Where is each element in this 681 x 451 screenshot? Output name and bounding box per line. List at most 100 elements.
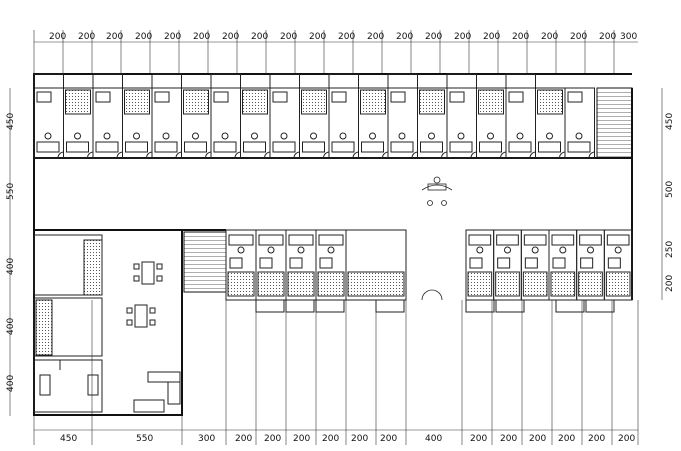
bathroom-tiles [183,89,209,115]
chair [251,132,258,140]
dim-label: 200 [558,434,575,444]
dim-label: 200 [367,32,384,42]
dim-label: 200 [512,32,529,42]
dim-label: 200 [599,32,616,42]
balcony [255,299,285,313]
dim-label: 550 [136,434,153,444]
bed [390,91,406,103]
balcony [387,73,418,89]
left-wing [33,234,181,413]
dimension-lines [9,41,663,431]
desk [390,141,414,153]
bathroom-tiles [522,271,548,297]
desk [66,141,89,153]
dim-label: 200 [78,32,95,42]
desk [302,141,325,153]
bed [95,91,111,103]
chair [103,132,111,140]
desk [184,141,207,153]
bathroom-tiles [317,271,345,297]
desk [551,234,575,246]
desk [606,234,630,246]
dim-label: 200 [135,32,152,42]
desk [318,234,344,246]
bed [607,257,621,269]
balcony [151,73,182,89]
chair [133,132,140,140]
bed [552,257,566,269]
chair [267,246,275,254]
chair [339,132,347,140]
bed [259,257,273,269]
bottom-dimension-labels: 450 550 300 200 200 200 200 200 200 400 … [60,434,635,444]
bed [508,91,524,103]
bathroom-tiles [360,89,386,115]
dim-label: 450 [60,434,77,444]
desk [567,141,591,153]
chair [280,132,288,140]
dim-label: 200 [665,275,675,292]
right-dimension-labels: 450 500 250 200 [665,113,675,292]
chair [546,132,553,140]
balcony [210,73,241,89]
bottom-row-rooms [225,229,633,313]
chair [504,246,511,254]
chair [221,132,229,140]
dim-label: 200 [280,32,297,42]
chair [237,246,245,254]
dim-label: 200 [618,434,635,444]
balcony [269,73,300,89]
balcony [315,299,345,313]
desk [361,141,384,153]
dim-label: 200 [570,32,587,42]
desk [258,234,284,246]
dim-label: 500 [665,181,675,198]
chair [487,132,494,140]
dim-label: 200 [338,32,355,42]
top-dimension-labels: 200 200 200 200 200 200 200 200 200 200 … [49,32,637,42]
chair [531,246,539,254]
dim-label: 200 [529,434,546,444]
chair [398,132,406,140]
bathroom-tiles [65,89,91,115]
chair [428,132,435,140]
bed [580,257,594,269]
desk [496,234,519,246]
door-swing [588,151,596,159]
balcony [33,73,64,89]
bed [154,91,170,103]
desk [523,234,547,246]
desk [468,234,492,246]
dim-label: 400 [6,318,16,335]
bathroom-tiles [287,271,315,297]
bed [497,257,511,269]
bathroom-tiles [419,89,445,115]
bed [524,257,538,269]
dim-label: 200 [309,32,326,42]
dim-label: 200 [351,434,368,444]
balcony [375,299,405,313]
chair [162,132,170,140]
staircase-top-right [596,87,633,159]
bathroom-tiles [242,89,268,115]
chair [369,132,376,140]
desk [579,234,602,246]
desk [213,141,237,153]
dim-label: 200 [470,434,487,444]
bathroom-tiles [537,89,563,115]
dim-label: 200 [454,32,471,42]
desk [449,141,473,153]
dim-label: 200 [425,32,442,42]
dim-label: 200 [293,434,310,444]
chair [559,246,567,254]
balcony [285,299,315,313]
chair [310,132,317,140]
bathroom-tiles [257,271,285,297]
dim-label: 200 [483,32,500,42]
balcony [92,73,123,89]
dim-label: 200 [193,32,210,42]
dim-label: 200 [396,32,413,42]
desk [331,141,355,153]
dim-label: 550 [6,183,16,200]
balcony [446,73,477,89]
